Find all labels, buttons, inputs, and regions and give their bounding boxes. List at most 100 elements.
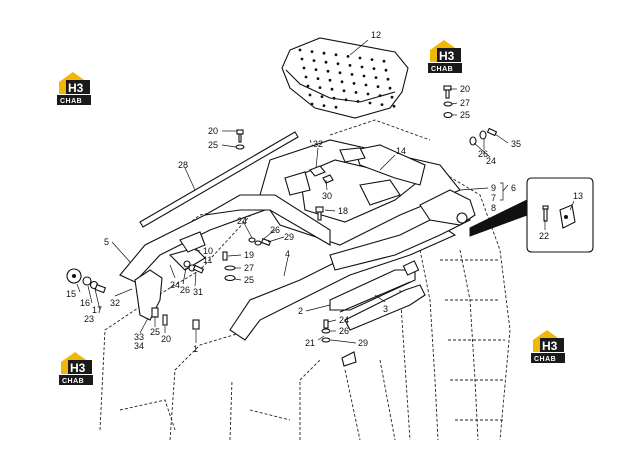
roof-hole — [386, 77, 390, 81]
roof-hole — [322, 104, 326, 107]
logo-dark-block — [68, 360, 92, 374]
roof-panel — [281, 37, 409, 119]
roof-hole — [378, 94, 382, 97]
roof-hole — [316, 77, 320, 80]
callout-label: 8 — [491, 203, 496, 213]
roof-hole — [334, 105, 338, 109]
roof-hole — [350, 73, 354, 76]
callout-label: 31 — [193, 287, 203, 297]
callout-labels: 12 14 32 30 18 9 6 7 8 20 27 25 35 26 24… — [66, 30, 583, 354]
logo-dark-block — [66, 80, 90, 94]
roof-hole — [314, 68, 318, 71]
callout-label: 12 — [371, 30, 381, 40]
detail-inset — [469, 177, 594, 253]
roof-hole — [382, 59, 386, 63]
callout-label: 24 — [339, 315, 349, 325]
logo-title-text: H3 — [70, 361, 86, 375]
roof-hole — [312, 59, 316, 62]
logo-title-text: H3 — [439, 49, 455, 63]
roof-hole — [334, 53, 338, 57]
callout-label: 24 — [237, 216, 247, 226]
logo-band — [428, 63, 462, 73]
roof-hole — [352, 82, 356, 85]
callout-label: 20 — [161, 334, 171, 344]
roof-hole — [360, 65, 364, 69]
callout-label: 30 — [322, 191, 332, 201]
callout-label: 33 — [134, 332, 144, 342]
hardware — [66, 85, 498, 367]
roof-hole — [330, 87, 334, 91]
callout-label: 1 — [193, 344, 198, 354]
roof-hole — [344, 98, 348, 102]
callout-label: 26 — [339, 326, 349, 336]
roof-hole — [304, 75, 308, 79]
roof-hole — [320, 95, 324, 98]
roof-hole — [342, 89, 346, 93]
logo-dark-block — [540, 338, 564, 352]
callout-label: 4 — [285, 249, 290, 259]
roof-hole — [388, 86, 392, 90]
roof-hole — [384, 68, 388, 72]
callout-label: 18 — [338, 206, 348, 216]
roof-hole — [300, 57, 304, 61]
callout-label: 24 — [170, 280, 180, 290]
callout-label: 26 — [270, 225, 280, 235]
logo-subtitle-text: CHAB — [534, 356, 556, 363]
roof-hole — [310, 102, 314, 106]
callout-label: 28 — [178, 160, 188, 170]
callout-label: 17 — [92, 305, 102, 315]
leader-lines — [76, 39, 575, 344]
roof-hole — [372, 67, 376, 70]
roof-hole — [298, 48, 302, 52]
callout-label: 25 — [208, 140, 218, 150]
roof-hole — [310, 50, 314, 53]
callout-label: 34 — [134, 341, 144, 351]
roof-hole — [380, 103, 384, 106]
callout-label: 16 — [80, 298, 90, 308]
callout-label: 6 — [511, 183, 516, 193]
logo-band — [59, 375, 93, 385]
callout-label: 25 — [460, 110, 470, 120]
roof-hole — [358, 56, 362, 60]
callout-label: 20 — [460, 84, 470, 94]
roof-hole — [366, 92, 370, 96]
roof-hole — [356, 100, 360, 103]
callout-label: 22 — [539, 231, 549, 241]
callout-label: 2 — [298, 306, 303, 316]
roof-hole — [340, 80, 344, 84]
callout-label: 5 — [104, 237, 109, 247]
roof-hole — [328, 78, 332, 82]
roof-hole — [368, 101, 372, 105]
roof-hole — [308, 93, 312, 97]
callout-label: 25 — [150, 327, 160, 337]
roof-hole — [370, 58, 374, 61]
roof-hole — [362, 74, 366, 78]
roof-hole — [376, 85, 380, 88]
logo-subtitle-text: CHAB — [62, 378, 84, 385]
callout-label: 32 — [313, 139, 323, 149]
callout-label: 27 — [244, 263, 254, 273]
roof-hole — [322, 51, 326, 55]
roof-hole — [338, 71, 342, 75]
logo-subtitle-text: CHAB — [60, 98, 82, 105]
roof-hole — [392, 104, 396, 108]
roof-hole — [354, 91, 358, 94]
callout-label: 25 — [244, 275, 254, 285]
callout-label: 24 — [486, 156, 496, 166]
roof-hole — [390, 95, 394, 99]
roof-hole — [336, 62, 340, 66]
callout-label: 9 — [491, 183, 496, 193]
roof-hole — [326, 69, 330, 73]
logo-subtitle-text: CHAB — [431, 66, 453, 73]
logo-band — [57, 95, 91, 105]
callout-label: 21 — [305, 338, 315, 348]
callout-label: 29 — [284, 232, 294, 242]
roof-hole — [332, 96, 336, 100]
roof-hole — [348, 64, 352, 67]
roof-hole — [364, 83, 368, 87]
callout-label: 19 — [244, 250, 254, 260]
